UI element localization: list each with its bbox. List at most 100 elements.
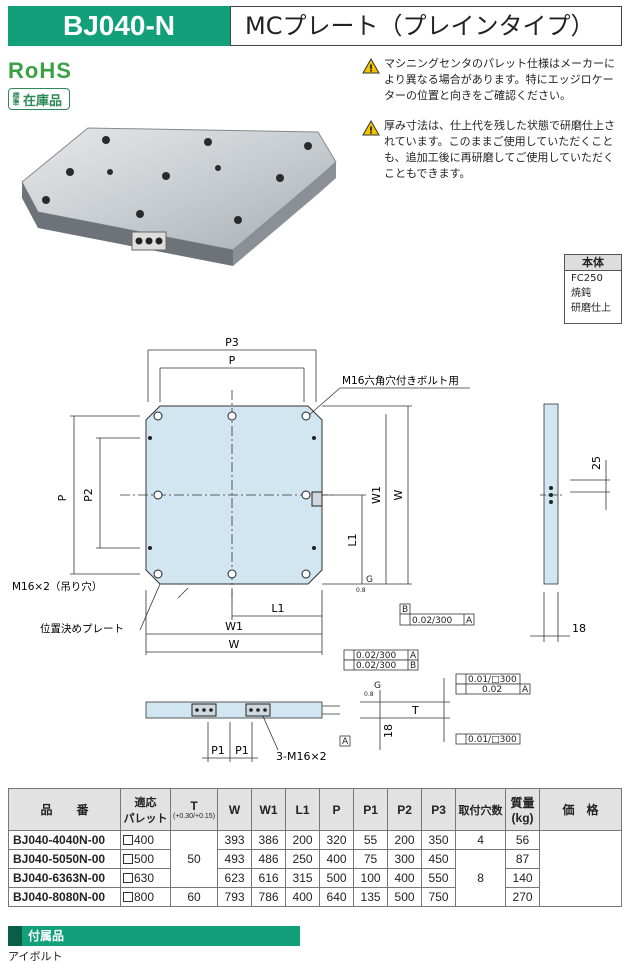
col-t-label: T [190, 799, 198, 813]
col-w: W [217, 788, 253, 831]
note-pallet-spec: マシニングセンタのパレット仕様はメーカーにより異なる場合があります。特にエッジロ… [384, 57, 615, 102]
stock-badge-small: 標準 [12, 92, 20, 106]
cell-p1: 135 [353, 887, 389, 907]
col-w1: W1 [251, 788, 287, 831]
lift-hole-note: M16×2（吊り穴） [12, 580, 102, 593]
material-box: 本体 FC250 焼鈍 研磨仕上 [564, 254, 622, 324]
tolerance-parallel: 0.02 [482, 685, 502, 695]
accessory-item: アイボルト [8, 950, 63, 962]
bolt-note: M16六角穴付きボルト用 [342, 374, 459, 387]
table-row: BJ040-8080N-00 800 60 793 786 400 640 13… [8, 887, 622, 907]
col-mass: 質量 (kg) [505, 788, 541, 831]
cell-pallet: 400 [134, 833, 155, 847]
cell-p2: 400 [387, 868, 423, 888]
svg-text:!: ! [369, 126, 374, 137]
cell-pallet: 630 [134, 871, 155, 885]
cell-l1: 315 [285, 868, 321, 888]
cell-p: 400 [319, 849, 355, 869]
col-p1: P1 [353, 788, 389, 831]
cell-mass: 140 [505, 868, 541, 888]
cell-code: BJ040-4040N-00 [8, 830, 121, 850]
cell-code: BJ040-5050N-00 [8, 849, 121, 869]
cell-t: 60 [169, 887, 219, 907]
col-holes: 取付穴数 [455, 788, 507, 831]
dim-label-w-right: W [392, 489, 405, 500]
tolerance-b-datum: A [466, 616, 473, 626]
product-name-title: MCプレート（プレインタイプ） [230, 6, 622, 46]
table-row: BJ040-4040N-00 400 50 393 386 200 320 55… [8, 830, 622, 907]
col-p3: P3 [421, 788, 457, 831]
technical-drawing: P3 P P P2 W1 W L1 L1 W1 W M16六角穴付きボルト用 M… [12, 336, 610, 763]
surface-g-mark: G [366, 575, 373, 585]
cell-price [539, 830, 622, 907]
dim-label-p: P [229, 354, 236, 367]
square-icon [123, 873, 133, 883]
dim-label-p1-a: P1 [211, 744, 225, 757]
rohs-badge: RoHS [8, 58, 72, 83]
product-photo [21, 127, 337, 266]
cell-p3: 350 [421, 830, 457, 850]
svg-text:!: ! [369, 64, 374, 75]
cell-holes: 8 [455, 849, 507, 907]
dim-label-w1-right: W1 [370, 486, 383, 504]
dim-label-18: 18 [572, 622, 586, 635]
cell-holes: 4 [455, 830, 507, 850]
dim-label-w: W [229, 638, 240, 651]
stock-badge: 標準 在庫品 [8, 88, 70, 110]
tolerance-a1-datum: A [410, 651, 417, 661]
dim-label-p1-b: P1 [235, 744, 249, 757]
table-row: BJ040-6363N-00 630 623 616 315 500 100 4… [8, 868, 622, 888]
cell-p: 500 [319, 868, 355, 888]
cell-w1: 786 [251, 887, 287, 907]
col-t: T (+0.30/+0.15) [169, 788, 219, 831]
tolerance-flat1: 0.01/□300 [468, 675, 517, 685]
dim-label-l1: L1 [271, 602, 284, 615]
square-icon [123, 892, 133, 902]
surface-g-sub-2: 0.8 [364, 691, 374, 698]
dim-label-p3: P3 [225, 336, 239, 349]
cell-p1: 100 [353, 868, 389, 888]
dim-label-p2: P2 [82, 488, 95, 502]
dim-label-t: T [411, 704, 419, 717]
material-title: 本体 [565, 255, 621, 271]
spec-table: 品 番 適応 パレット T (+0.30/+0.15) W W1 L1 P P1… [8, 788, 622, 907]
cell-l1: 250 [285, 849, 321, 869]
cell-code: BJ040-8080N-00 [8, 887, 121, 907]
surface-g-sub: 0.8 [356, 587, 366, 594]
cell-w1: 386 [251, 830, 287, 850]
cell-p: 640 [319, 887, 355, 907]
col-t-tolerance: (+0.30/+0.15) [173, 813, 216, 820]
warning-icon: ! [362, 58, 380, 74]
cell-p2: 300 [387, 849, 423, 869]
side-note: 3-M16×2 [276, 750, 327, 763]
dim-label-25: 25 [590, 456, 603, 470]
cell-p2: 500 [387, 887, 423, 907]
datum-b-label: B [402, 605, 408, 615]
square-icon [123, 835, 133, 845]
col-pallet: 適応 パレット [120, 788, 171, 831]
cell-mass: 87 [505, 849, 541, 869]
material-line: 研磨仕上 [571, 303, 611, 314]
dim-label-p-left: P [56, 494, 69, 501]
tolerance-flat2: 0.01/□300 [468, 735, 517, 745]
col-p2: P2 [387, 788, 423, 831]
tolerance-parallel-datum: A [522, 685, 529, 695]
cell-p3: 550 [421, 868, 457, 888]
table-header-row: 品 番 適応 パレット T (+0.30/+0.15) W W1 L1 P P1… [8, 788, 622, 831]
locating-plate-note: 位置決めプレート [40, 622, 124, 635]
col-p: P [319, 788, 355, 831]
cell-pallet: 800 [134, 890, 155, 904]
cell-mass: 270 [505, 887, 541, 907]
tolerance-a1: 0.02/300 [356, 651, 397, 661]
plate-front-view [145, 701, 323, 719]
tolerance-b: 0.02/300 [412, 616, 453, 626]
stock-badge-label: 在庫品 [23, 93, 63, 109]
material-line: FC250 [571, 273, 603, 284]
tolerance-a2-datum: B [410, 661, 416, 671]
cell-w: 493 [217, 849, 253, 869]
cell-t: 50 [169, 830, 219, 888]
cell-p1: 75 [353, 849, 389, 869]
cell-l1: 400 [285, 887, 321, 907]
table-row: BJ040-5050N-00 500 493 486 250 400 75 30… [8, 849, 622, 907]
surface-g-mark-2: G [374, 681, 381, 691]
